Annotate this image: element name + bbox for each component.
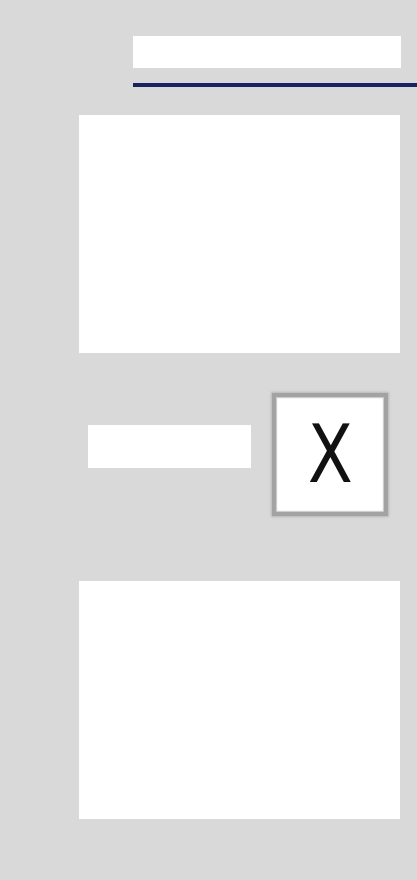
top-content-panel: [79, 115, 400, 353]
close-button-label: X: [307, 407, 353, 501]
small-text-field[interactable]: [88, 425, 251, 468]
close-button[interactable]: X: [272, 393, 388, 516]
top-text-field[interactable]: [133, 36, 401, 68]
top-field-underline: [133, 83, 417, 87]
bottom-content-panel: [79, 581, 400, 819]
